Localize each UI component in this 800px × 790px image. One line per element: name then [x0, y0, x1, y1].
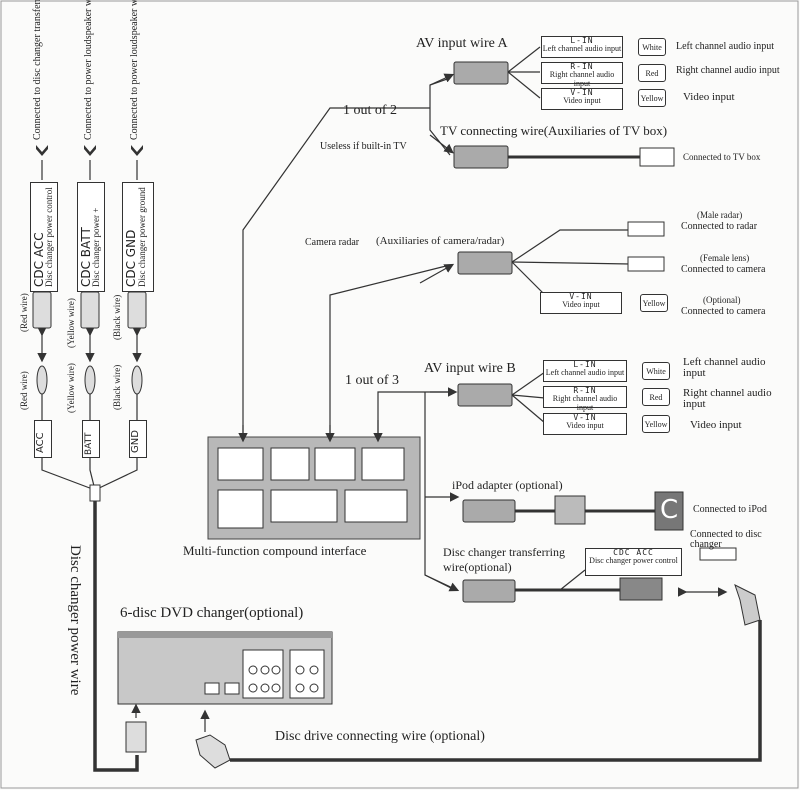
av-a-white-plug: White	[638, 38, 666, 56]
av-a-red-plug: Red	[638, 64, 666, 82]
av-b-lin-code: L-IN	[573, 360, 597, 369]
disc-changer-cdc-code: CDC ACC	[613, 548, 654, 557]
av-b-rin-code: R-IN	[573, 386, 597, 395]
dvd-changer-title: 6-disc DVD changer(optional)	[120, 605, 304, 621]
label-disc-changer-transfer: Connected to disc changer transferring w…	[32, 0, 43, 140]
av-b-yellow-plug: Yellow	[642, 415, 670, 433]
av-a-left-audio: Left channel audio input	[676, 41, 775, 52]
ipod-right: Connected to iPod	[693, 504, 767, 515]
av-b-rin-box: R-IN Right channel audio input	[543, 386, 627, 411]
cdc-gnd-box: CDC GND Disc changer power ground	[122, 182, 154, 292]
av-a-lin-code: L-IN	[570, 36, 594, 45]
av-b-vin-box: V-IN Video input	[543, 413, 627, 435]
label-power-loudspeaker-1: Connected to power loudspeaker wire	[83, 0, 94, 140]
av-b-video: Video input	[690, 419, 742, 431]
camera-vin-desc: Video input	[562, 300, 600, 310]
cdc-batt-desc: Disc changer power +	[91, 207, 101, 287]
av-b-red-plug: Red	[642, 388, 670, 406]
one-out-of-two: 1 out of 2	[343, 103, 398, 118]
av-a-vin-code: V-IN	[570, 88, 594, 97]
camera-yellow-plug: Yellow	[640, 294, 668, 312]
disc-drive-wire-label: Disc drive connecting wire (optional)	[275, 729, 485, 744]
wire-color-black-upper: (Black wire)	[112, 294, 122, 340]
interface-label: Multi-function compound interface	[183, 543, 367, 558]
camera-title: (Auxiliaries of camera/radar)	[376, 235, 505, 247]
camera-female: (Female lens)	[700, 253, 750, 263]
terminal-acc-label: ACC	[35, 432, 46, 453]
cdc-acc-desc: Disc changer power control	[44, 187, 54, 287]
one-out-of-three: 1 out of 3	[345, 373, 400, 388]
av-a-yellow-plug: Yellow	[638, 89, 666, 107]
disc-changer-cdc-box: CDC ACC Disc changer power control	[585, 548, 682, 576]
ipod-connector-glyph: C	[660, 495, 679, 525]
terminal-batt: BATT	[82, 420, 100, 458]
av-a-right-audio: Right channel audio input	[676, 65, 780, 76]
camera-to-radar: Connected to radar	[681, 221, 758, 232]
av-a-lin-desc: Left channel audio input	[542, 44, 622, 54]
disc-changer-cdc-desc: Disc changer power control	[589, 556, 678, 566]
av-b-rin-desc: Right channel audio input	[552, 394, 618, 412]
av-a-title: AV input wire A	[416, 36, 508, 51]
camera-left-label: Camera radar	[305, 237, 360, 248]
tv-right: Connected to TV box	[683, 152, 761, 162]
av-a-rin-box: R-IN Right channel audio input	[541, 62, 623, 87]
av-a-vin-box: V-IN Video input	[541, 88, 623, 110]
useless-if-builtin-tv: Useless if built-in TV	[320, 141, 407, 152]
camera-male: (Male radar)	[697, 210, 743, 220]
terminal-acc: ACC	[34, 420, 52, 458]
wire-color-black-lower: (Black wire)	[112, 364, 122, 410]
camera-optional: (Optional)	[703, 295, 741, 305]
av-b-left-audio: Left channel audio input	[683, 356, 766, 379]
av-b-lin-box: L-IN Left channel audio input	[543, 360, 627, 382]
terminal-gnd-label: GND	[130, 430, 141, 453]
label-power-loudspeaker-2: Connected to power loudspeaker wire	[129, 0, 140, 140]
camera-vin-box: V-IN Video input	[540, 292, 622, 314]
wire-color-yellow-lower: (Yellow wire)	[66, 363, 76, 413]
cdc-gnd-desc: Disc changer power ground	[137, 187, 147, 287]
av-a-rin-desc: Right channel audio input	[549, 70, 615, 88]
wire-color-red-upper: (Red wire)	[19, 293, 29, 332]
av-b-white-plug: White	[642, 362, 670, 380]
terminal-gnd: GND	[129, 420, 147, 458]
av-b-title: AV input wire B	[424, 361, 516, 376]
terminal-batt-label: BATT	[84, 432, 94, 455]
disc-changer-title: Disc changer transferring wire(optional)	[443, 545, 565, 574]
av-b-vin-desc: Video input	[566, 421, 604, 431]
disc-changer-right: Connected to disc changer	[690, 529, 762, 550]
cdc-batt-box: CDC BATT Disc changer power +	[77, 182, 105, 292]
cdc-acc-box: CDC ACC Disc changer power control	[30, 182, 58, 292]
av-b-right-audio: Right channel audio input	[683, 387, 772, 410]
av-a-video: Video input	[683, 91, 735, 103]
ipod-title: iPod adapter (optional)	[452, 478, 563, 492]
av-b-vin-code: V-IN	[573, 413, 597, 422]
av-a-lin-box: L-IN Left channel audio input	[541, 36, 623, 58]
wire-color-yellow-upper: (Yellow wire)	[66, 298, 76, 348]
av-a-vin-desc: Video input	[563, 96, 601, 106]
disc-changer-power-wire-label: Disc changer power wire	[67, 545, 83, 696]
camera-to-camera-2: Connected to camera	[681, 306, 766, 317]
camera-vin-code: V-IN	[569, 292, 593, 301]
tv-title: TV connecting wire(Auxiliaries of TV box…	[440, 123, 668, 138]
wire-color-red-lower: (Red wire)	[19, 371, 29, 410]
av-b-lin-desc: Left channel audio input	[545, 368, 625, 378]
av-a-rin-code: R-IN	[570, 62, 594, 71]
cdc-gnd-code: CDC GND	[124, 229, 138, 287]
camera-to-camera: Connected to camera	[681, 264, 766, 275]
